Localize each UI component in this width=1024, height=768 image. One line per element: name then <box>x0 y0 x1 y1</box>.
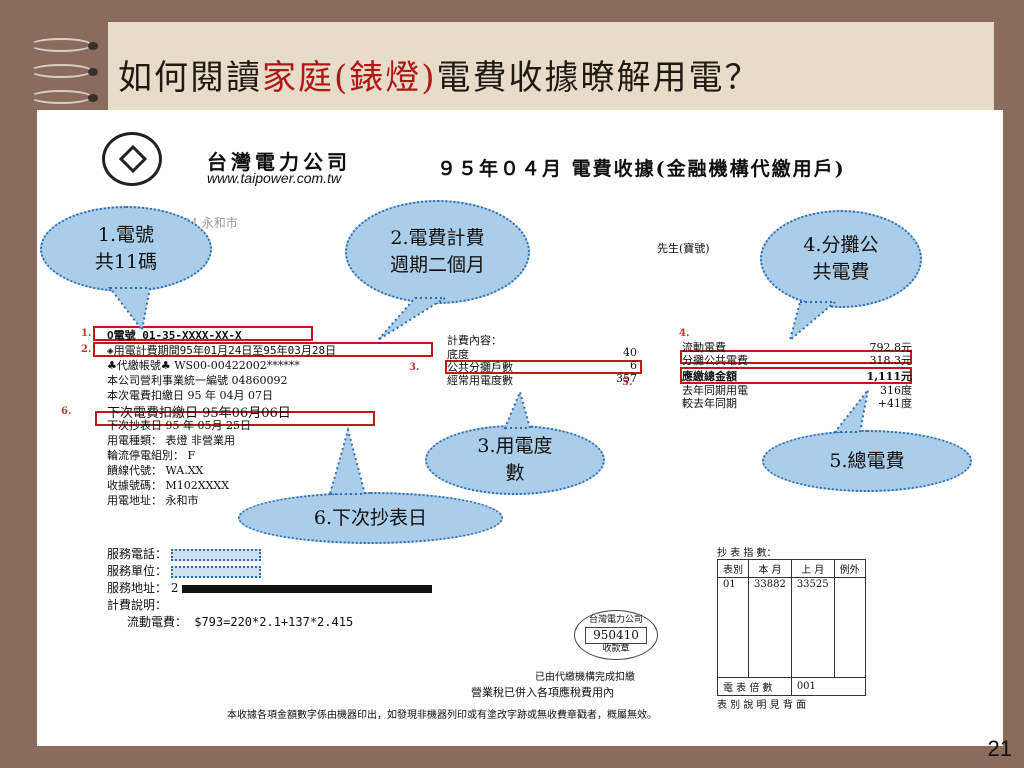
meter-cell <box>833 577 866 678</box>
title-suffix: 電費收據暸解用電？ <box>436 58 761 98</box>
callout-4: 4.分攤公 共電費 <box>760 210 922 308</box>
honorific: 先生(寶號) <box>657 242 710 255</box>
detail-row: 本次電費扣繳日 95 年 04月 07日 <box>107 389 273 402</box>
disclaimer: 本收據各項金額數字係由機器印出，如發現非機器列印或有塗改字跡或無收費章戳者，概屬… <box>227 710 657 721</box>
charge-row: 較去年同期+41度 <box>682 397 912 410</box>
collected-note: 已由代繳機構完成扣繳 <box>535 672 635 683</box>
billing-heading: 計費內容： <box>447 334 502 347</box>
callout-2: 2.電費計費 週期二個月 <box>345 200 530 304</box>
redacted-unit <box>170 565 261 578</box>
redacted-address <box>182 584 433 593</box>
marker-6: 6. <box>61 406 72 417</box>
receipt-left-details: ♣代繳帳號♣ WS00-00422002****** 本公司營利事業統一編號 0… <box>107 357 300 507</box>
billing-explain-label: 計費說明： <box>107 598 168 612</box>
page-number: 21 <box>987 736 1012 761</box>
detail-row: 饋線代號： WA.XX <box>107 464 204 477</box>
highlight-box-usage <box>445 360 642 374</box>
callout-6-tail <box>328 426 367 495</box>
receipt-title: ９５年０４月 電費收據(金融機構代繳用戶) <box>437 158 846 180</box>
account-number-line: O電號 01-35-XXXX-XX-X ◈用電計費期間95年01月24日至95年… <box>107 329 337 357</box>
detail-row: 輪流停電組別： F <box>107 449 196 462</box>
service-phone-label: 服務電話： <box>107 547 168 561</box>
marker-5: 5. <box>622 377 633 388</box>
marker-3: 3. <box>409 362 420 373</box>
tax-note: 營業稅已併入各項應稅費用內 <box>471 686 614 699</box>
highlight-box-total <box>680 367 912 384</box>
marker-4: 4. <box>679 328 690 339</box>
service-info: 服務電話： 服務單位： 服務地址： 2 計費說明： 流動電費： $793=220… <box>107 545 433 630</box>
redacted-phone <box>170 548 261 561</box>
detail-row: ♣代繳帳號♣ WS00-00422002****** <box>107 359 300 372</box>
highlight-box-period <box>93 342 433 357</box>
marker-1: 1. <box>81 328 92 339</box>
detail-row: 下次抄表日 95 年 05月 25日 <box>107 419 251 432</box>
title-paper <box>108 22 994 122</box>
billing-formula: 流動電費： $793=220*2.1+137*2.415 <box>127 615 354 629</box>
callout-3-tail <box>503 388 532 429</box>
meter-cell: 33525 <box>790 577 835 678</box>
detail-row: 用電種類： 表燈 非營業用 <box>107 434 235 447</box>
callout-5-tail <box>832 389 869 433</box>
highlight-box-account <box>93 326 313 341</box>
detail-row: 收據號碼： M102XXXX <box>107 479 230 492</box>
company-name: 台灣電力公司 <box>207 150 351 174</box>
payment-seal: 台灣電力公司 950410 收款章 <box>574 610 658 660</box>
callout-5: 5.總電費 <box>762 430 972 492</box>
marker-2: 2. <box>81 344 92 355</box>
multiplier-value: 001 <box>790 677 866 696</box>
service-address-label: 服務地址： <box>107 581 168 595</box>
callout-4-tail <box>788 301 838 343</box>
highlight-box-shared <box>680 350 912 364</box>
meter-heading: 抄 表 指 數： <box>717 548 777 559</box>
title-highlight: 家庭(錶燈) <box>262 58 437 98</box>
meter-note: 表 別 說 明 見 背 面 <box>717 700 807 711</box>
taipower-logo-icon <box>102 132 162 186</box>
callout-1-tail <box>107 287 152 333</box>
meter-cell: 33882 <box>748 577 792 678</box>
title-prefix: 如何閱讀 <box>118 58 262 98</box>
highlight-box-next-read <box>95 411 375 426</box>
detail-row: 用電地址： 永和市 <box>107 494 199 507</box>
service-unit-label: 服務單位： <box>107 564 168 578</box>
meter-reading-table: 抄 表 指 數： 表別 本 月 上 月 例外 01 33882 33525 電 … <box>717 544 866 711</box>
callout-6: 6.下次抄表日 <box>238 492 503 544</box>
callout-1: 1.電號 共11碼 <box>40 206 212 292</box>
page-title: 如何閱讀家庭(錶燈)電費收據暸解用電？ <box>118 50 761 99</box>
detail-row: 本公司營利事業統一編號 04860092 <box>107 374 288 387</box>
company-website: www.taipower.com.tw <box>207 170 342 186</box>
callout-2-tail <box>377 297 449 341</box>
